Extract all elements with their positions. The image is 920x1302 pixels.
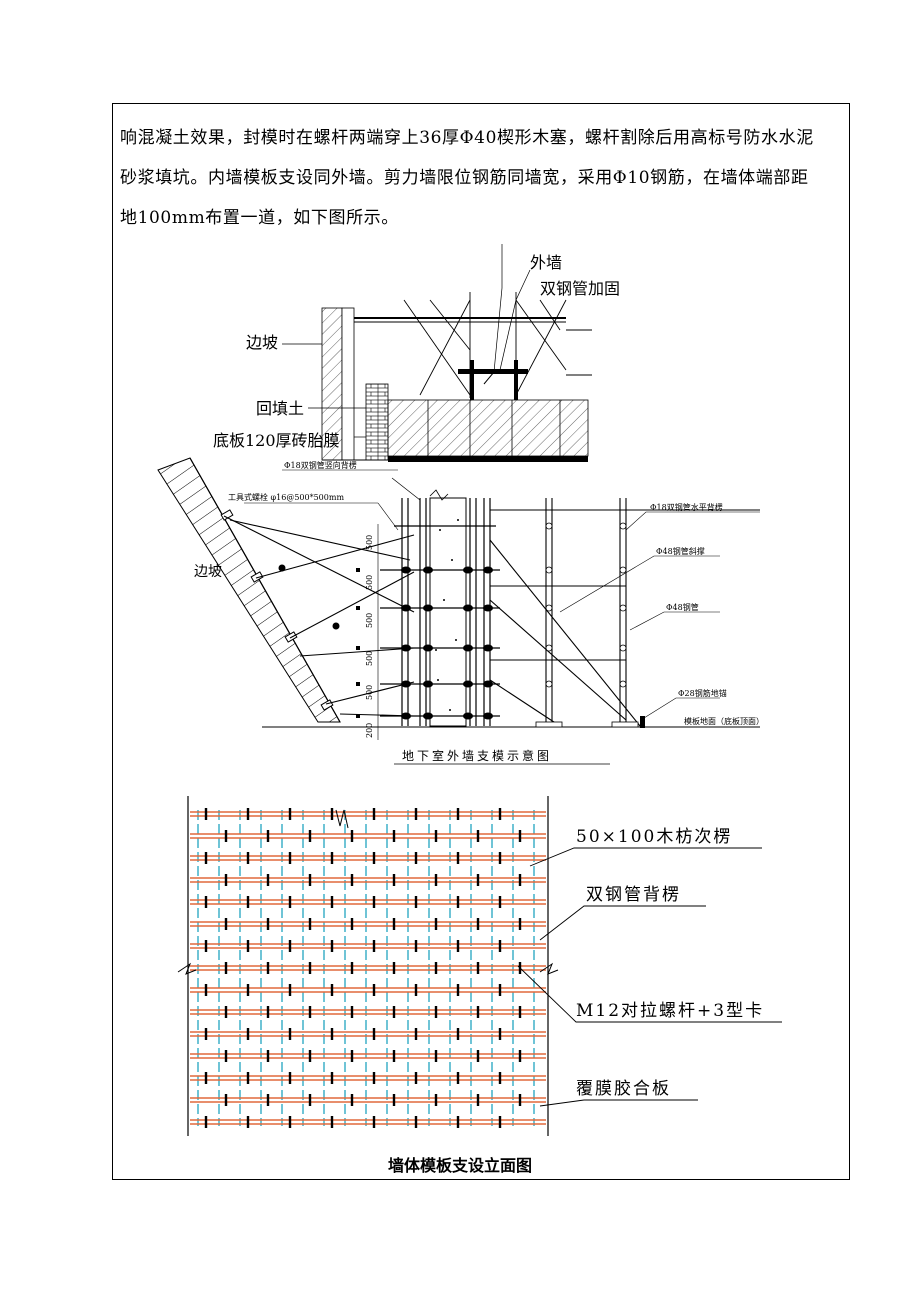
double-pipe-bar bbox=[458, 369, 528, 374]
ground-anchor bbox=[640, 716, 645, 728]
label-m12-bolt: M12对拉螺杆+3型卡 bbox=[576, 1001, 764, 1021]
dim-2: 500 bbox=[365, 575, 374, 590]
figure-2-title: 地下室外墙支模示意图 bbox=[402, 748, 552, 763]
label-floor: 模板地面（底板顶面） bbox=[684, 716, 764, 726]
figure-2-formwork-schematic: 500 500 500 500 500 200 bbox=[157, 457, 764, 765]
label-timber: 50×100木枋次楞 bbox=[576, 827, 732, 847]
dim-3: 500 bbox=[365, 613, 374, 628]
label-double-purlin: 双钢管背楞 bbox=[586, 885, 681, 905]
paragraph-line-3: 地100mm布置一道，如下图所示。 bbox=[120, 208, 399, 228]
label-brick-membrane: 底板120厚砖胎膜 bbox=[213, 431, 340, 450]
dim-1: 500 bbox=[365, 535, 374, 550]
body-paragraph: 响混凝土效果，封模时在螺杆两端穿上36厚Φ40楔形木塞，螺杆割除后用高标号防水水… bbox=[120, 118, 848, 238]
paragraph-line-2: 砂浆填坑。内墙模板支设同外墙。剪力墙限位钢筋同墙宽，采用Φ10钢筋，在墙体端部距 bbox=[120, 168, 809, 188]
dim-4: 500 bbox=[365, 651, 374, 666]
dim-5: 500 bbox=[365, 685, 374, 700]
dim-6: 200 bbox=[365, 723, 374, 738]
page-frame bbox=[112, 103, 850, 1180]
label-plywood: 覆膜胶合板 bbox=[576, 1079, 671, 1099]
label-pipe: Φ48钢管 bbox=[666, 602, 699, 612]
elevation-grid bbox=[190, 808, 546, 1128]
figure-3-caption: 墙体模板支设立面图 bbox=[387, 1156, 532, 1175]
brick-membrane bbox=[365, 383, 389, 461]
label-slope-1: 边坡 bbox=[246, 333, 278, 352]
wall-stub bbox=[341, 307, 355, 461]
base-slab bbox=[387, 399, 589, 457]
label-outer-wall: 外墙 bbox=[530, 253, 562, 272]
label-vertical-purlin: Φ18双钢管竖向背楞 bbox=[284, 460, 357, 470]
figure-3-elevation: 50×100木枋次楞 双钢管背楞 M12对拉螺杆+3型卡 覆膜胶合板 bbox=[177, 796, 782, 1136]
figure-1-section-detail: 外墙 双钢管加固 边坡 回填土 底板120厚砖胎膜 bbox=[213, 244, 620, 462]
label-bolt: 工具式螺栓 φ16@500*500mm bbox=[228, 492, 344, 502]
paragraph-line-1: 响混凝土效果，封模时在螺杆两端穿上36厚Φ40楔形木塞，螺杆割除后用高标号防水水… bbox=[120, 128, 814, 148]
label-horizontal-purlin: Φ18双钢管水平背楞 bbox=[650, 502, 723, 512]
label-brace: Φ48钢管斜撑 bbox=[656, 546, 705, 556]
wall-concrete bbox=[429, 497, 467, 727]
label-slope-2: 边坡 bbox=[194, 564, 222, 580]
label-anchor: Φ28钢筋地锚 bbox=[678, 688, 727, 698]
label-double-pipe: 双钢管加固 bbox=[540, 279, 620, 298]
label-backfill: 回填土 bbox=[256, 399, 304, 418]
